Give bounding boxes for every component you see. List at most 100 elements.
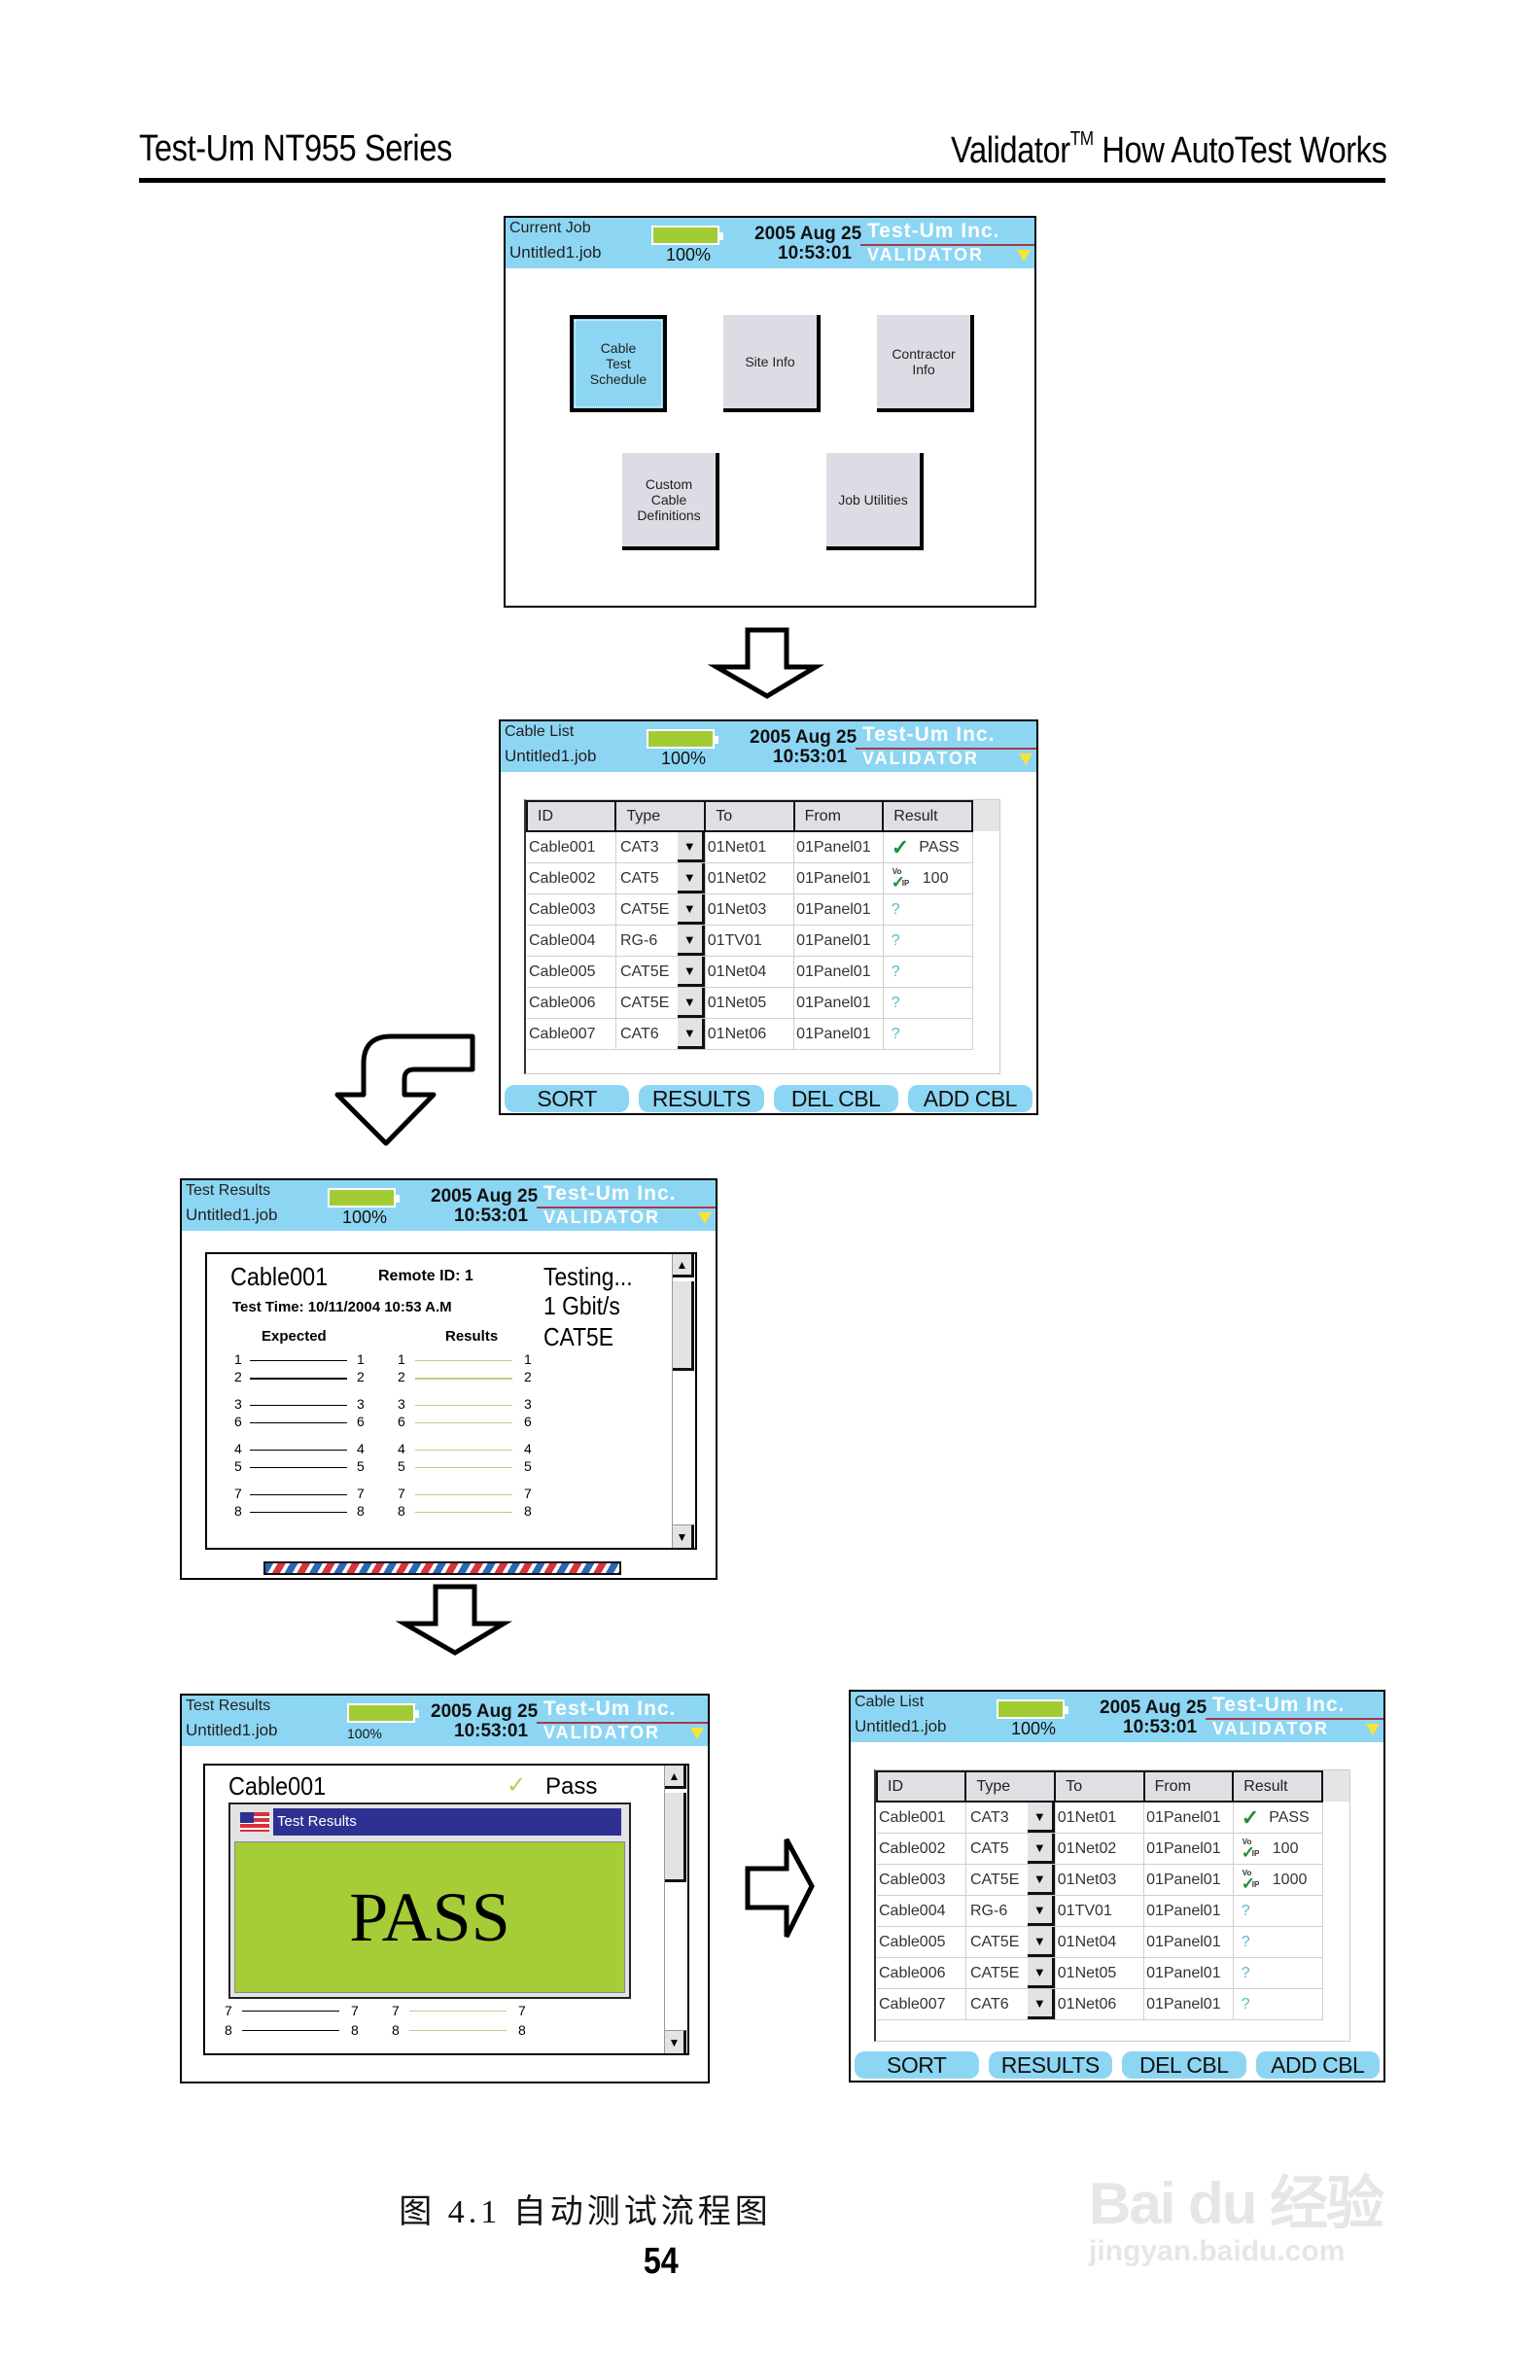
- dropdown-arrow-icon[interactable]: ▼: [1027, 1896, 1055, 1926]
- cell-from[interactable]: 01Panel01: [793, 831, 884, 863]
- cell-id[interactable]: Cable003: [527, 893, 616, 926]
- cell-from[interactable]: 01Panel01: [793, 893, 884, 926]
- col-from[interactable]: From: [792, 800, 885, 832]
- cell-from[interactable]: 01Panel01: [1143, 1957, 1234, 1989]
- dropdown-arrow-icon[interactable]: ▼: [1027, 1927, 1055, 1957]
- cell-id[interactable]: Cable005: [527, 956, 616, 988]
- cell-type[interactable]: CAT6▼: [965, 1988, 1056, 2020]
- cell-to[interactable]: 01TV01: [1055, 1895, 1145, 1927]
- cell-id[interactable]: Cable004: [527, 925, 616, 957]
- cell-type[interactable]: CAT3▼: [965, 1802, 1056, 1834]
- cell-id[interactable]: Cable005: [877, 1926, 966, 1958]
- col-result[interactable]: Result: [882, 800, 973, 832]
- tile-job-utilities[interactable]: Job Utilities: [826, 453, 924, 550]
- add-cbl-button[interactable]: ADD CBL: [907, 1085, 1032, 1112]
- cell-to[interactable]: 01Net04: [1055, 1926, 1145, 1958]
- scroll-up-icon[interactable]: ▲: [665, 1766, 686, 1789]
- pass-banner[interactable]: PASS: [234, 1841, 625, 1993]
- cell-to[interactable]: 01Net03: [705, 893, 795, 926]
- cell-id[interactable]: Cable006: [527, 987, 616, 1019]
- dropdown-arrow-icon[interactable]: ▼: [677, 988, 705, 1018]
- tile-site-info[interactable]: Site Info: [723, 315, 821, 412]
- dropdown-arrow-icon[interactable]: ▼: [677, 894, 705, 925]
- cell-from[interactable]: 01Panel01: [793, 862, 884, 894]
- cell-result[interactable]: ?: [1233, 1895, 1323, 1927]
- cell-to[interactable]: 01Net06: [705, 1018, 795, 1050]
- cell-id[interactable]: Cable002: [527, 862, 616, 894]
- cell-id[interactable]: Cable006: [877, 1957, 966, 1989]
- scroll-down-icon[interactable]: ▼: [665, 2030, 686, 2053]
- cell-type[interactable]: CAT5E▼: [965, 1957, 1056, 1989]
- dropdown-arrow-icon[interactable]: ▼: [677, 926, 705, 956]
- menu-triangle-icon[interactable]: [1017, 250, 1031, 262]
- cell-id[interactable]: Cable003: [877, 1864, 966, 1896]
- cell-from[interactable]: 01Panel01: [1143, 1802, 1234, 1834]
- cell-from[interactable]: 01Panel01: [1143, 1864, 1234, 1896]
- cell-type[interactable]: RG-6▼: [965, 1895, 1056, 1927]
- dropdown-arrow-icon[interactable]: ▼: [677, 957, 705, 987]
- dropdown-arrow-icon[interactable]: ▼: [677, 863, 705, 893]
- tile-custom-cable-definitions[interactable]: Custom Cable Definitions: [622, 453, 719, 550]
- cell-id[interactable]: Cable004: [877, 1895, 966, 1927]
- dropdown-arrow-icon[interactable]: ▼: [1027, 1834, 1055, 1864]
- cell-from[interactable]: 01Panel01: [793, 956, 884, 988]
- cell-type[interactable]: CAT6▼: [615, 1018, 706, 1050]
- cell-id[interactable]: Cable007: [877, 1988, 966, 2020]
- cell-from[interactable]: 01Panel01: [793, 1018, 884, 1050]
- cell-to[interactable]: 01TV01: [705, 925, 795, 957]
- cell-from[interactable]: 01Panel01: [1143, 1833, 1234, 1865]
- col-to[interactable]: To: [704, 800, 795, 832]
- del-cbl-button[interactable]: DEL CBL: [773, 1085, 898, 1112]
- menu-triangle-icon[interactable]: [1019, 753, 1032, 765]
- results-button[interactable]: RESULTS: [639, 1085, 764, 1112]
- cell-id[interactable]: Cable001: [877, 1802, 966, 1834]
- cell-type[interactable]: CAT5E▼: [615, 893, 706, 926]
- cell-from[interactable]: 01Panel01: [793, 987, 884, 1019]
- dropdown-arrow-icon[interactable]: ▼: [1027, 1989, 1055, 2019]
- dropdown-arrow-icon[interactable]: ▼: [1027, 1958, 1055, 1988]
- col-type[interactable]: Type: [614, 800, 707, 832]
- sort-button[interactable]: SORT: [505, 1085, 630, 1112]
- cell-to[interactable]: 01Net02: [1055, 1833, 1145, 1865]
- cell-from[interactable]: 01Panel01: [1143, 1895, 1234, 1927]
- scrollbar[interactable]: ▲ ▼: [672, 1254, 695, 1548]
- cell-result[interactable]: ?: [883, 987, 973, 1019]
- cell-result[interactable]: ?: [1233, 1988, 1323, 2020]
- cell-to[interactable]: 01Net02: [705, 862, 795, 894]
- del-cbl-button[interactable]: DEL CBL: [1122, 2051, 1246, 2079]
- cell-type[interactable]: CAT5E▼: [615, 987, 706, 1019]
- dropdown-arrow-icon[interactable]: ▼: [677, 1019, 705, 1049]
- cell-type[interactable]: CAT5E▼: [965, 1926, 1056, 1958]
- cell-from[interactable]: 01Panel01: [793, 925, 884, 957]
- cell-to[interactable]: 01Net01: [705, 831, 795, 863]
- cell-from[interactable]: 01Panel01: [1143, 1926, 1234, 1958]
- dropdown-arrow-icon[interactable]: ▼: [1027, 1865, 1055, 1895]
- cell-result[interactable]: ?: [883, 925, 973, 957]
- cell-to[interactable]: 01Net06: [1055, 1988, 1145, 2020]
- cell-id[interactable]: Cable002: [877, 1833, 966, 1865]
- cell-to[interactable]: 01Net05: [705, 987, 795, 1019]
- cell-type[interactable]: CAT5E▼: [965, 1864, 1056, 1896]
- cell-to[interactable]: 01Net05: [1055, 1957, 1145, 1989]
- sort-button[interactable]: SORT: [855, 2051, 979, 2079]
- col-type[interactable]: Type: [964, 1770, 1057, 1802]
- cell-id[interactable]: Cable001: [527, 831, 616, 863]
- results-button[interactable]: RESULTS: [988, 2051, 1112, 2079]
- col-result[interactable]: Result: [1232, 1770, 1323, 1802]
- add-cbl-button[interactable]: ADD CBL: [1255, 2051, 1380, 2079]
- cell-result[interactable]: ?: [883, 893, 973, 926]
- cell-result[interactable]: ?: [883, 1018, 973, 1050]
- cell-result[interactable]: ?: [883, 956, 973, 988]
- menu-triangle-icon[interactable]: [690, 1728, 704, 1739]
